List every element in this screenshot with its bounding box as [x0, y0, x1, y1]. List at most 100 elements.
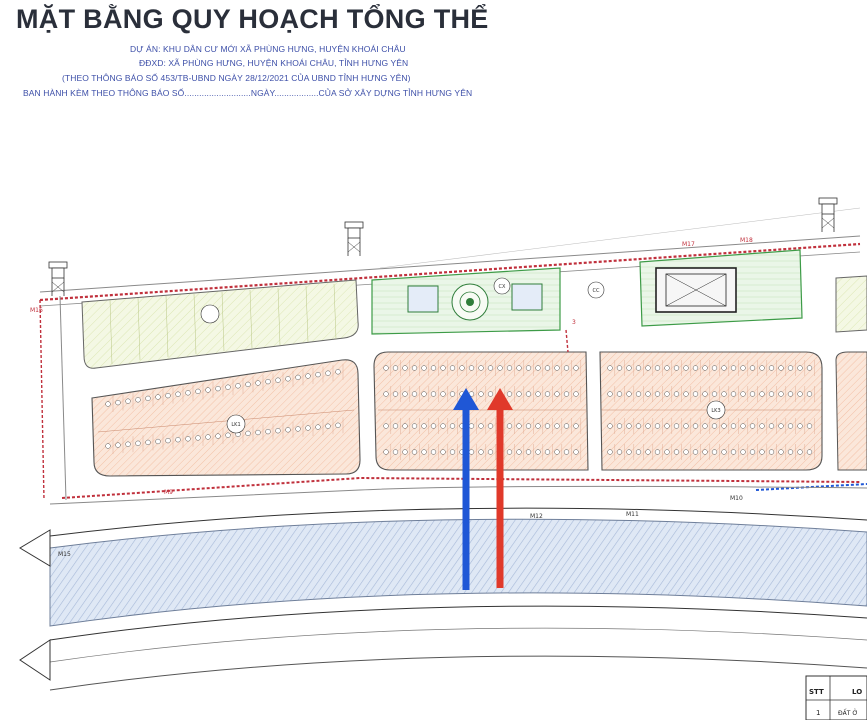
lot-marker: [797, 365, 803, 371]
north-boundary-line: [39, 242, 861, 302]
legend-table: STT LO 1 ĐẤT Ở: [805, 675, 867, 720]
lot-marker: [125, 441, 131, 447]
river-bank-north: [49, 507, 867, 537]
lot-marker: [305, 373, 311, 379]
lot-marker: [175, 391, 181, 397]
lot-marker: [468, 449, 475, 455]
lot-marker: [740, 449, 746, 455]
lot-marker: [635, 449, 642, 455]
lot-marker: [544, 449, 551, 455]
lot-marker: [759, 449, 765, 455]
lot-marker: [392, 391, 399, 397]
legend-header-stt: STT: [809, 688, 824, 696]
lot-marker: [778, 449, 784, 455]
lot-marker: [411, 391, 418, 397]
lot-marker: [768, 449, 775, 455]
lot-marker: [683, 391, 689, 397]
lot-marker: [563, 449, 570, 455]
lot-marker: [478, 391, 484, 397]
lot-marker: [554, 365, 560, 371]
lot-marker: [740, 365, 746, 371]
lot-marker: [478, 423, 484, 429]
lot-marker: [525, 365, 532, 371]
lot-marker: [749, 365, 756, 371]
block-lk3-lot-markers: [607, 360, 815, 460]
lot-marker: [626, 391, 632, 397]
road-label-m15: M15: [58, 551, 71, 558]
lot-marker: [721, 449, 727, 455]
lot-marker: [563, 365, 570, 371]
lot-marker: [421, 423, 427, 429]
lot-marker: [383, 391, 389, 397]
lot-marker: [730, 423, 737, 429]
block-lk1-label: LK1: [231, 422, 240, 428]
park-pool-right: [511, 283, 543, 311]
lot-marker: [245, 381, 251, 388]
south-road-line: [49, 627, 867, 663]
lot-marker: [768, 365, 775, 371]
survey-tower: [48, 261, 68, 296]
lot-marker: [165, 437, 171, 444]
lot-marker: [535, 365, 541, 371]
lot-marker: [787, 423, 794, 429]
lot-marker: [478, 365, 484, 371]
lot-marker: [749, 449, 756, 455]
lot-marker: [711, 449, 718, 455]
lot-marker: [115, 442, 121, 448]
block-lk1-lot-markers: [105, 363, 344, 454]
lot-marker: [683, 423, 689, 429]
lot-marker: [430, 449, 437, 455]
lot-marker: [740, 391, 746, 397]
lot-marker: [449, 449, 456, 455]
lot-marker: [245, 430, 251, 437]
lot-marker: [692, 449, 699, 455]
lot-marker: [778, 423, 784, 429]
lot-marker: [285, 427, 291, 433]
lot-marker: [402, 391, 408, 397]
lot-marker: [607, 391, 613, 397]
lot-marker: [806, 449, 813, 455]
lot-marker: [673, 423, 680, 429]
lot-marker: [440, 391, 446, 397]
lot-marker: [563, 423, 570, 429]
lot-marker: [673, 449, 680, 455]
lot-marker: [225, 432, 231, 438]
lot-marker: [702, 391, 708, 397]
lot-marker: [145, 439, 151, 446]
lot-marker: [692, 391, 699, 397]
lot-marker: [205, 387, 211, 393]
lot-marker: [654, 449, 661, 455]
survey-towers: [48, 197, 838, 296]
green-block-lot-lines: [109, 283, 337, 365]
lot-marker: [645, 423, 651, 429]
lot-marker: [185, 390, 191, 396]
lot-marker: [683, 449, 689, 455]
lot-marker: [506, 365, 513, 371]
lot-marker: [759, 391, 765, 397]
lot-marker: [105, 401, 111, 407]
lot-marker: [295, 426, 301, 432]
lot-marker: [525, 391, 532, 397]
lot-marker: [383, 365, 389, 371]
lot-marker: [449, 423, 456, 429]
south-boundary-line: [61, 476, 861, 499]
lot-marker: [616, 391, 623, 397]
legend-row-label: ĐẤT Ở: [838, 709, 858, 717]
west-arrow-upper: [19, 529, 51, 567]
lot-marker: [175, 437, 181, 443]
road-label-m17: M17: [682, 241, 695, 248]
lot-marker: [165, 392, 171, 399]
lot-marker: [516, 365, 522, 371]
lot-marker: [573, 423, 579, 429]
lot-marker: [544, 423, 551, 429]
lot-marker: [730, 365, 737, 371]
lot-marker: [516, 423, 522, 429]
lot-marker: [205, 434, 211, 440]
lot-marker: [383, 449, 389, 455]
lot-marker: [468, 423, 475, 429]
river-bank-south: [49, 605, 867, 641]
notice-line: (THEO THÔNG BÁO SỐ 453/TB-UBND NGÀY 28/1…: [62, 73, 411, 83]
far-road-line: [379, 207, 861, 269]
lot-marker: [411, 365, 418, 371]
lot-marker: [115, 399, 121, 406]
